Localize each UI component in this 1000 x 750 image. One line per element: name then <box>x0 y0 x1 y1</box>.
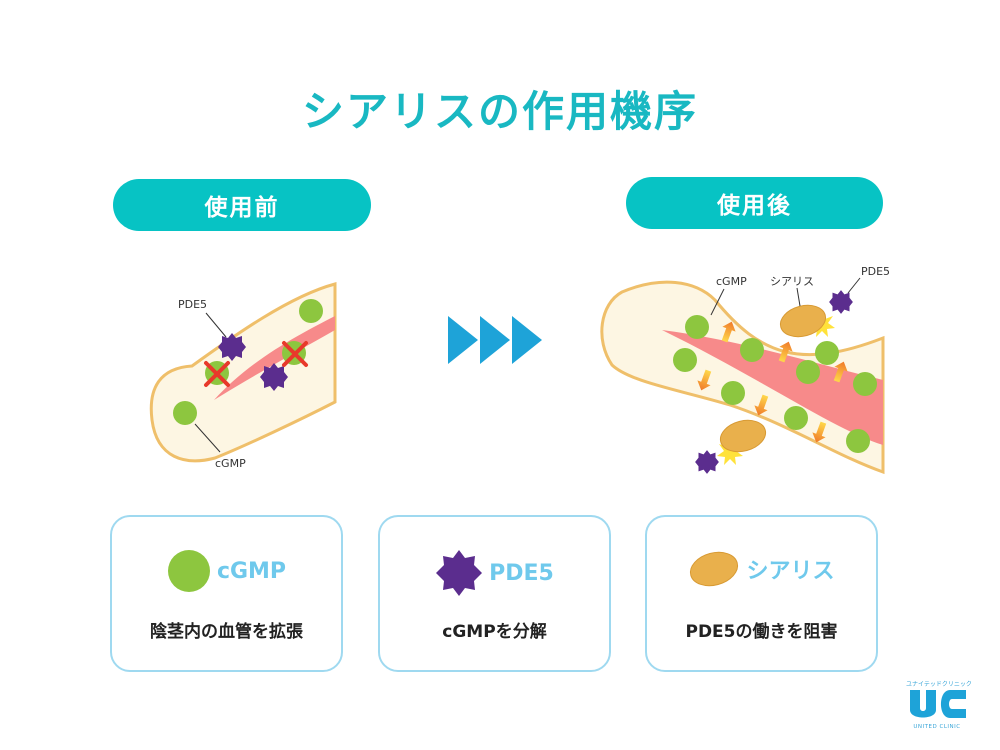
after-diagram: cGMP シアリス PDE5 <box>600 265 890 475</box>
legend-description: 陰茎内の血管を拡張 <box>150 622 303 642</box>
after-vessel <box>600 280 885 475</box>
after-cgmp-dot <box>721 381 745 405</box>
after-pde5-leader <box>847 277 861 294</box>
before-pde5-label: PDE5 <box>178 298 207 311</box>
after-cialis-leader <box>796 287 801 307</box>
legend-card-cgmp: cGMP 陰茎内の血管を拡張 <box>110 515 343 672</box>
after-cialis-pill <box>779 304 827 338</box>
united-clinic-logo: ユナイテッドクリニック UNITED CLINIC <box>906 679 972 730</box>
legend-card-head: PDE5 <box>380 549 609 597</box>
after-artery <box>662 330 883 445</box>
before-cross-mark <box>282 341 308 367</box>
after-cgmp-dot <box>673 348 697 372</box>
after-cgmp-dot <box>853 372 877 396</box>
before-heading: 使用前 <box>113 179 371 231</box>
legend-name: PDE5 <box>489 560 554 586</box>
logo-bottom-text: UNITED CLINIC <box>913 724 961 730</box>
after-heading-label: 使用後 <box>717 193 792 219</box>
transition-arrows <box>448 316 542 364</box>
after-cgmp-dot <box>846 429 870 453</box>
before-cgmp-dot <box>173 401 197 425</box>
after-pde5-shape <box>695 450 719 474</box>
play-arrow-icon <box>448 316 478 364</box>
before-cross-mark <box>204 361 230 387</box>
after-heading: 使用後 <box>626 177 883 229</box>
cgmp-icon <box>167 550 210 592</box>
after-cialis-pill <box>719 419 767 453</box>
after-cgmp-dot <box>796 360 820 384</box>
legend-card-pde5: PDE5 cGMPを分解 <box>378 515 611 672</box>
before-cgmp-dot <box>299 299 323 323</box>
after-cgmp-dot <box>685 315 709 339</box>
uc-logo-mark <box>910 690 966 718</box>
after-cgmp-dot <box>815 341 839 365</box>
after-cialis-label: シアリス <box>770 275 814 288</box>
before-pde5-shape <box>218 333 246 361</box>
before-pde5-leader <box>205 312 227 338</box>
play-arrow-icon <box>512 316 542 364</box>
after-cgmp-dot <box>740 338 764 362</box>
before-pde5-shape <box>260 363 288 391</box>
before-heading-label: 使用前 <box>204 195 280 221</box>
play-arrow-icon <box>480 316 510 364</box>
legend-card-cialis: シアリス PDE5の働きを阻害 <box>645 515 878 672</box>
before-diagram: PDE5 cGMP <box>149 282 337 470</box>
after-cgmp-dot <box>784 406 808 430</box>
legend-description: cGMPを分解 <box>442 622 547 642</box>
cialis-pill-icon <box>690 551 739 587</box>
logo-top-text: ユナイテッドクリニック <box>906 681 972 688</box>
pde5-icon <box>436 550 483 596</box>
before-artery <box>214 316 335 400</box>
before-cgmp-label: cGMP <box>215 457 246 470</box>
after-pde5-label: PDE5 <box>861 265 890 278</box>
legend-name: シアリス <box>746 559 835 584</box>
before-vessel <box>149 282 337 463</box>
legend-description: PDE5の働きを阻害 <box>685 622 838 642</box>
after-cgmp-label: cGMP <box>716 275 747 288</box>
legend-card-head: cGMP <box>112 549 341 593</box>
after-cgmp-leader <box>710 288 725 316</box>
before-cgmp-leader <box>194 423 221 453</box>
after-pde5-shape <box>829 290 853 314</box>
legend-card-head: シアリス <box>647 549 876 589</box>
legend-name: cGMP <box>216 558 287 584</box>
page-title: シアリスの作用機序 <box>301 87 698 136</box>
